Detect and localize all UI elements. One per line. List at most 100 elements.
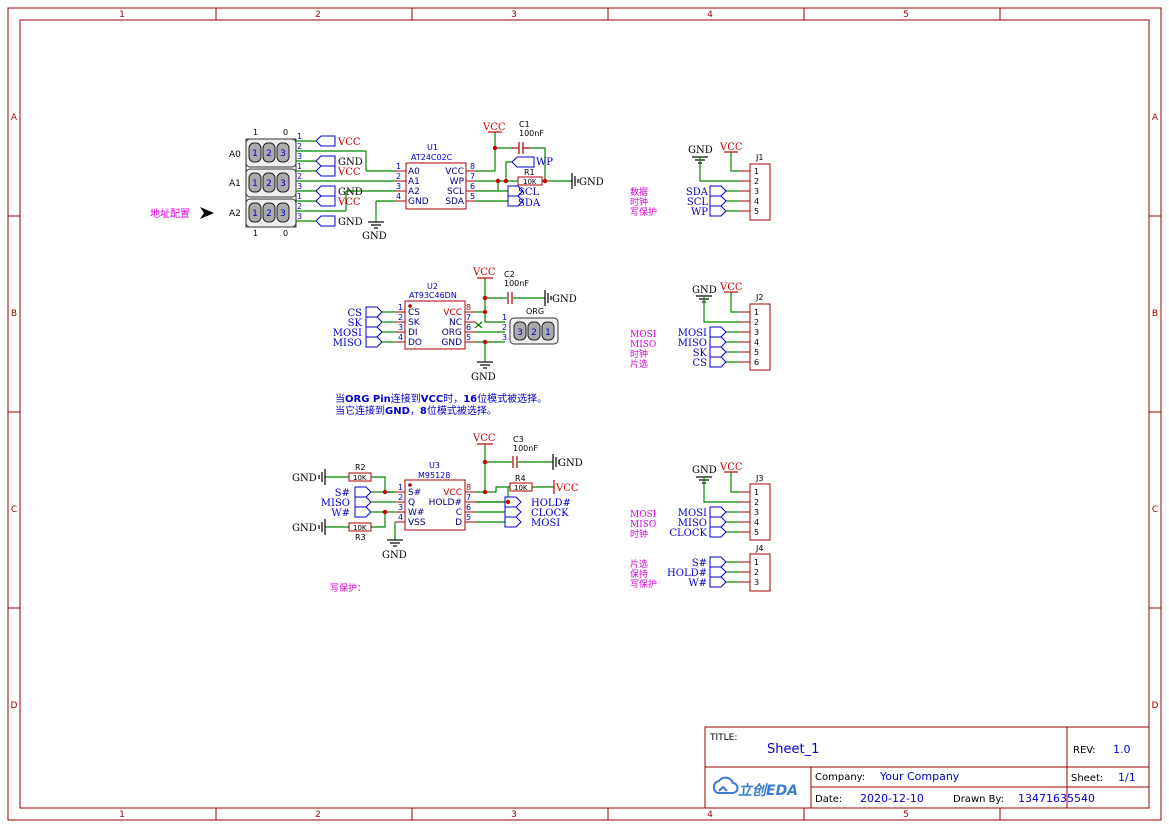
- u2-pin-name: DO: [408, 338, 422, 348]
- u1-pin-num: 7: [470, 172, 475, 181]
- r3-value: 10K: [353, 524, 367, 532]
- jumper-side-pin: 1: [297, 132, 302, 141]
- u2-pin-num: 7: [466, 313, 471, 322]
- j3-ref: J3: [755, 474, 763, 483]
- col-label: 2: [315, 10, 321, 20]
- jumper-side-pin: 1: [297, 192, 302, 201]
- j4-pin: 1: [754, 558, 759, 567]
- u3-pin-name: Q: [408, 498, 415, 508]
- u2-net: CS: [347, 308, 362, 319]
- r3-ref: R3: [355, 533, 366, 542]
- j4-pin: 2: [754, 568, 759, 577]
- j3-pin: 5: [754, 528, 759, 537]
- r4-vcc: VCC: [555, 483, 579, 494]
- u3-write-protect-note: 写保护：: [330, 582, 366, 594]
- u1-pin-name: A1: [408, 177, 420, 187]
- row-label: A: [11, 113, 18, 123]
- u3-net: S#: [335, 488, 350, 499]
- j4-note: 片选: [630, 558, 648, 570]
- c3-value: 100nF: [513, 444, 538, 453]
- j1-note: 时钟: [630, 196, 648, 208]
- j3-pin: 3: [754, 508, 759, 517]
- jumper-pin: 1: [252, 179, 258, 189]
- jumper-pin: 1: [252, 149, 258, 159]
- jumper-side-pin: 2: [297, 202, 302, 211]
- u2-eeprom: U2 AT93C46DN 1 2 3 4 8 7 6 5 CS SK DI DO…: [333, 267, 577, 383]
- j1-note: 数据: [630, 186, 648, 198]
- u2-pin-name: CS: [408, 308, 420, 318]
- u3-pin-num: 1: [398, 483, 403, 492]
- col-label: 2: [315, 810, 321, 820]
- j4-pin: 3: [754, 578, 759, 587]
- u2-vcc: VCC: [472, 267, 496, 278]
- u3-pin-num: 6: [466, 503, 471, 512]
- net-sda: SDA: [518, 198, 541, 209]
- jumper-side-pin: 3: [297, 152, 302, 161]
- j2-note: MOSI: [630, 330, 657, 340]
- frame-labels: 1 2 3 4 5 1 2 3 4 5 A B C D A B C D: [11, 10, 1159, 820]
- u1-pin-name: VCC: [445, 167, 464, 177]
- org-pin: 1: [502, 313, 507, 322]
- org-num: 3: [517, 328, 523, 338]
- j2-pin: 1: [754, 308, 759, 317]
- jumper-side-pin: 3: [297, 182, 302, 191]
- r4-value: 10K: [514, 484, 528, 492]
- j1-pin: 5: [754, 207, 759, 216]
- j2-pin: 4: [754, 338, 759, 347]
- jumper-side-pin: 2: [297, 142, 302, 151]
- u1-pin-num: 1: [396, 162, 401, 171]
- company-label: Company:: [815, 772, 865, 783]
- j1-note: 写保护: [630, 206, 657, 218]
- u1-ref: U1: [427, 143, 438, 152]
- j1-net: SDA: [686, 187, 709, 198]
- j2-net: MOSI: [678, 328, 707, 339]
- u2-pin-name: ORG: [442, 328, 462, 338]
- j1-pin: 1: [754, 167, 759, 176]
- drawn-value: 13471635540: [1018, 792, 1095, 805]
- sheet-label: Sheet:: [1071, 773, 1103, 784]
- org-num: 1: [545, 328, 551, 338]
- jumper-pin: 2: [266, 209, 272, 219]
- row-label: B: [1152, 309, 1158, 319]
- net-scl: SCL: [518, 187, 540, 198]
- u3-pin-name: VCC: [443, 488, 462, 498]
- j4-net: S#: [692, 558, 707, 569]
- r4-ref: R4: [515, 474, 526, 483]
- j4-connector: J4 1 2 3 S# HOLD# W# 片选 保持 写保护: [630, 544, 771, 592]
- title-value: Sheet_1: [767, 742, 819, 757]
- net-gnd: GND: [338, 187, 363, 198]
- j1-ref: J1: [755, 153, 763, 162]
- j1-pin: 2: [754, 177, 759, 186]
- j1-gnd: GND: [688, 145, 713, 156]
- j2-note: 时钟: [630, 348, 648, 360]
- u2-pin-name: DI: [408, 328, 418, 338]
- j2-ref: J2: [755, 293, 763, 302]
- title-label: TITLE:: [709, 733, 737, 743]
- c2-value: 100nF: [504, 279, 529, 288]
- j3-net: MOSI: [678, 508, 707, 519]
- u1-pin-num: 5: [470, 192, 475, 201]
- j1-vcc: VCC: [719, 142, 743, 153]
- u1-pin-name: A0: [408, 167, 420, 177]
- r2-ref: R2: [355, 463, 366, 472]
- rev-label: REV:: [1073, 745, 1096, 756]
- org-note-line2: 当它连接到GND，8位模式被选择。: [335, 404, 497, 417]
- row-label: C: [1152, 505, 1158, 515]
- u2-pin-name: VCC: [443, 308, 462, 318]
- title-block: TITLE: Sheet_1 REV: 1.0 Company: Your Co…: [704, 726, 1150, 809]
- date-value: 2020-12-10: [860, 792, 924, 805]
- col-label: 5: [903, 810, 909, 820]
- j3-net: CLOCK: [669, 528, 707, 539]
- u1-pin-num: 4: [396, 192, 401, 201]
- row-label: D: [1152, 701, 1159, 711]
- j2-gnd: GND: [692, 285, 717, 296]
- jumper-pin: 3: [280, 149, 286, 159]
- u2-net: MOSI: [333, 328, 362, 339]
- eda-logo: 立创EDA: [712, 776, 798, 799]
- row-label: B: [11, 309, 17, 319]
- j3-vcc: VCC: [719, 462, 743, 473]
- jumper-top-0: 0: [283, 128, 288, 137]
- logo-text: 立创EDA: [738, 782, 798, 799]
- j1-net: WP: [691, 207, 708, 218]
- j3-note: 时钟: [630, 528, 648, 540]
